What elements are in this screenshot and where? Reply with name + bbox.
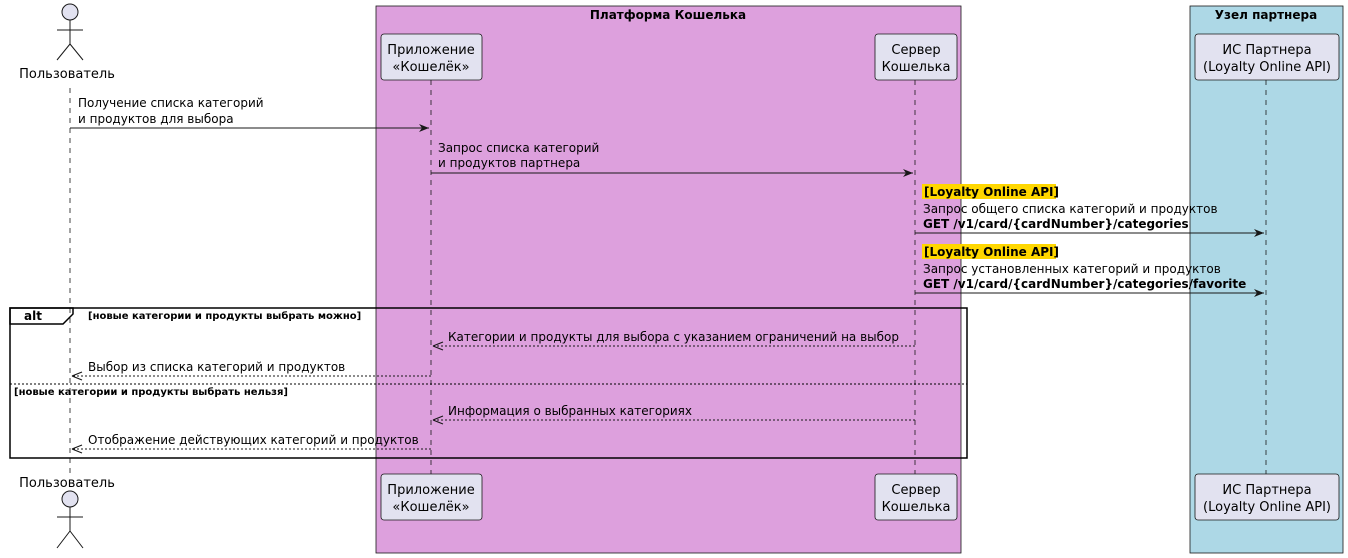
- actor-user-top: Пользователь: [19, 3, 115, 82]
- alt-fragment: alt [новые категории и продукты выбрать …: [9, 307, 968, 459]
- participant-partner-bottom-line2: (Loyalty Online API): [1203, 500, 1331, 515]
- message-4-tag: [Loyalty Online API]: [924, 245, 1059, 259]
- message-7-text: Информация о выбранных категориях: [448, 404, 692, 418]
- message-6-text: Выбор из списка категорий и продуктов: [88, 360, 345, 374]
- message-4: [Loyalty Online API] Запрос установленны…: [915, 244, 1264, 297]
- message-3-text: Запрос общего списка категорий и продукт…: [923, 202, 1218, 216]
- participant-app-bottom-line1: Приложение: [387, 483, 474, 498]
- group-partner-title: Узел партнера: [1215, 8, 1317, 22]
- participant-server-bottom-line1: Сервер: [891, 483, 940, 498]
- participant-server-top: Сервер Кошелька: [874, 33, 958, 81]
- participant-server-line1: Сервер: [891, 43, 940, 58]
- participant-app-line1: Приложение: [387, 43, 474, 58]
- message-3: [Loyalty Online API] Запрос общего списк…: [915, 184, 1264, 237]
- actor-icon: [56, 490, 84, 549]
- participant-app-bottom: Приложение «Кошелёк»: [380, 473, 483, 521]
- message-5: Категории и продукты для выбора с указан…: [432, 330, 915, 351]
- participant-partner-top: ИС Партнера (Loyalty Online API): [1194, 33, 1340, 81]
- message-2: Запрос списка категорий и продуктов парт…: [431, 141, 913, 177]
- actor-user-bottom: Пользователь: [19, 476, 115, 549]
- participant-partner-line2: (Loyalty Online API): [1203, 60, 1331, 75]
- group-wallet-platform: Платформа Кошелька: [375, 5, 962, 554]
- participant-app-bottom-line2: «Кошелёк»: [392, 500, 469, 515]
- actor-icon: [56, 3, 84, 61]
- participant-app-line2: «Кошелёк»: [392, 60, 469, 75]
- message-5-arrowhead: [432, 341, 444, 351]
- message-1-line2: и продуктов для выбора: [78, 112, 234, 126]
- message-2-line2: и продуктов партнера: [438, 156, 580, 170]
- message-1: Получение списка категорий и продуктов д…: [70, 96, 429, 132]
- message-7: Информация о выбранных категориях: [432, 404, 915, 425]
- alt-label: alt: [24, 309, 42, 323]
- message-8-arrowhead: [71, 444, 83, 454]
- message-6-arrowhead: [71, 371, 83, 381]
- alt-frame: [9, 307, 968, 459]
- message-8: Отображение действующих категорий и прод…: [71, 433, 431, 454]
- actor-user-label-bottom: Пользователь: [19, 476, 115, 491]
- lifelines: [69, 80, 1267, 474]
- alt-label-tab: [9, 307, 74, 325]
- participant-partner-bottom: ИС Партнера (Loyalty Online API): [1194, 473, 1340, 521]
- message-8-text: Отображение действующих категорий и прод…: [88, 433, 419, 447]
- participant-server-bottom: Сервер Кошелька: [874, 473, 958, 521]
- participant-partner-line1: ИС Партнера: [1222, 43, 1311, 58]
- message-5-text: Категории и продукты для выбора с указан…: [448, 330, 899, 344]
- message-4-text: Запрос установленных категорий и продукт…: [923, 262, 1221, 276]
- alt-guard-2: [новые категории и продукты выбрать нель…: [14, 386, 288, 398]
- alt-guard-1: [новые категории и продукты выбрать можн…: [88, 310, 361, 322]
- message-7-arrowhead: [432, 415, 444, 425]
- participant-partner-bottom-line1: ИС Партнера: [1222, 483, 1311, 498]
- message-4-endpoint: GET /v1/card/{cardNumber}/categories/fav…: [923, 277, 1246, 291]
- message-2-line1: Запрос списка категорий: [438, 141, 599, 155]
- message-4-tag-highlight: [922, 244, 1056, 259]
- message-3-endpoint: GET /v1/card/{cardNumber}/categories: [923, 217, 1189, 231]
- message-3-tag-highlight: [922, 184, 1056, 199]
- group-wallet-title: Платформа Кошелька: [590, 8, 746, 22]
- group-partner-node: Узел партнера: [1189, 5, 1344, 554]
- message-1-line1: Получение списка категорий: [78, 96, 264, 110]
- actor-user-label: Пользователь: [19, 67, 115, 82]
- message-6: Выбор из списка категорий и продуктов: [71, 360, 431, 381]
- participant-server-bottom-line2: Кошелька: [882, 500, 951, 515]
- message-3-tag: [Loyalty Online API]: [924, 185, 1059, 199]
- participant-app-top: Приложение «Кошелёк»: [380, 33, 483, 81]
- participant-server-line2: Кошелька: [882, 60, 951, 75]
